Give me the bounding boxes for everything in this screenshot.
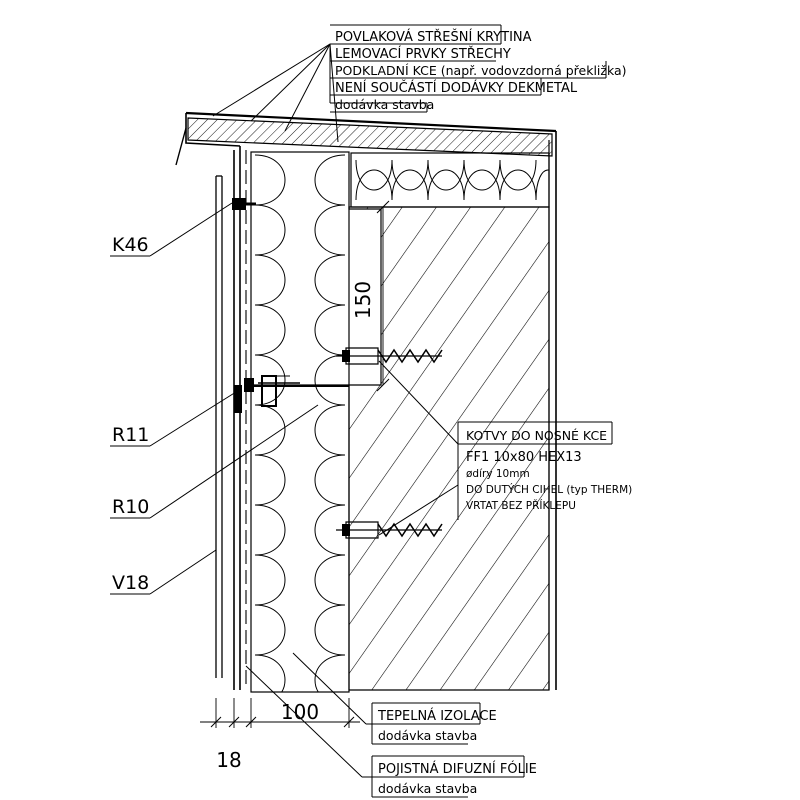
anchors-line4: VRTAT BEZ PŘÍKLEPU — [466, 499, 576, 512]
roof-note-line4: NENÍ SOUČÁSTÍ DODÁVKY DEKMETAL — [335, 80, 578, 96]
roof-note-line1: POVLAKOVÁ STŘEŠNÍ KRYTINA — [335, 29, 532, 45]
foil-title: POJISTNÁ DIFUZNÍ FÓLIE — [378, 761, 537, 777]
insulation-title: TEPELNÁ IZOLACE — [377, 708, 497, 724]
anchor-upper — [336, 347, 443, 365]
facade-insulation — [250, 151, 350, 693]
foil-note: POJISTNÁ DIFUZNÍ FÓLIE dodávka stavba — [245, 665, 537, 798]
anchors-line3: DO DUTÝCH CIHEL (typ THERM) — [466, 483, 632, 496]
insulation-note-text: dodávka stavba — [378, 728, 477, 743]
roof-note-leaders — [212, 24, 607, 143]
callout-k46-label: K46 — [112, 234, 149, 256]
roof-plywood — [175, 111, 557, 690]
foil-note-text: dodávka stavba — [378, 781, 477, 796]
anchors-line1: FF1 10x80 HEX13 — [466, 450, 582, 465]
callout-r10: R10 — [110, 404, 319, 519]
dimension-100-value: 100 — [281, 700, 319, 724]
anchor-lower — [336, 521, 443, 539]
insulation-note: TEPELNÁ IZOLACE dodávka stavba — [292, 652, 497, 745]
bracket-r11 — [234, 375, 349, 413]
facade-cladding — [215, 146, 247, 690]
callout-r11-label: R11 — [112, 424, 149, 446]
callout-k46: K46 — [110, 202, 233, 257]
callout-r11: R11 — [110, 391, 237, 447]
anchors-title: KOTVY DO NOSNÉ KCE — [466, 428, 607, 443]
roof-note-line3: PODKLADNÍ KCE (např. vodovzdorná překliž… — [335, 63, 627, 78]
dimension-bottom: 100 18 — [200, 698, 360, 772]
roof-insulation — [350, 152, 550, 208]
anchors-note: KOTVY DO NOSNÉ KCE FF1 10x80 HEX13 ødíry… — [378, 360, 632, 536]
anchors-line2: ødíry 10mm — [466, 468, 530, 480]
masonry-wall — [348, 140, 550, 691]
callout-v18-label: V18 — [112, 572, 149, 594]
dimension-18-value: 18 — [216, 748, 241, 772]
callout-v18: V18 — [110, 549, 217, 595]
dimension-150: 150 — [351, 200, 390, 392]
bracket-k46 — [232, 198, 256, 210]
roof-note-line5: dodávka stavba — [335, 97, 434, 112]
dimension-150-value: 150 — [351, 281, 375, 319]
roof-notes: POVLAKOVÁ STŘEŠNÍ KRYTINA LEMOVACÍ PRVKY… — [335, 29, 627, 112]
callout-r10-label: R10 — [112, 496, 149, 518]
roof-note-line2: LEMOVACÍ PRVKY STŘECHY — [335, 46, 511, 62]
